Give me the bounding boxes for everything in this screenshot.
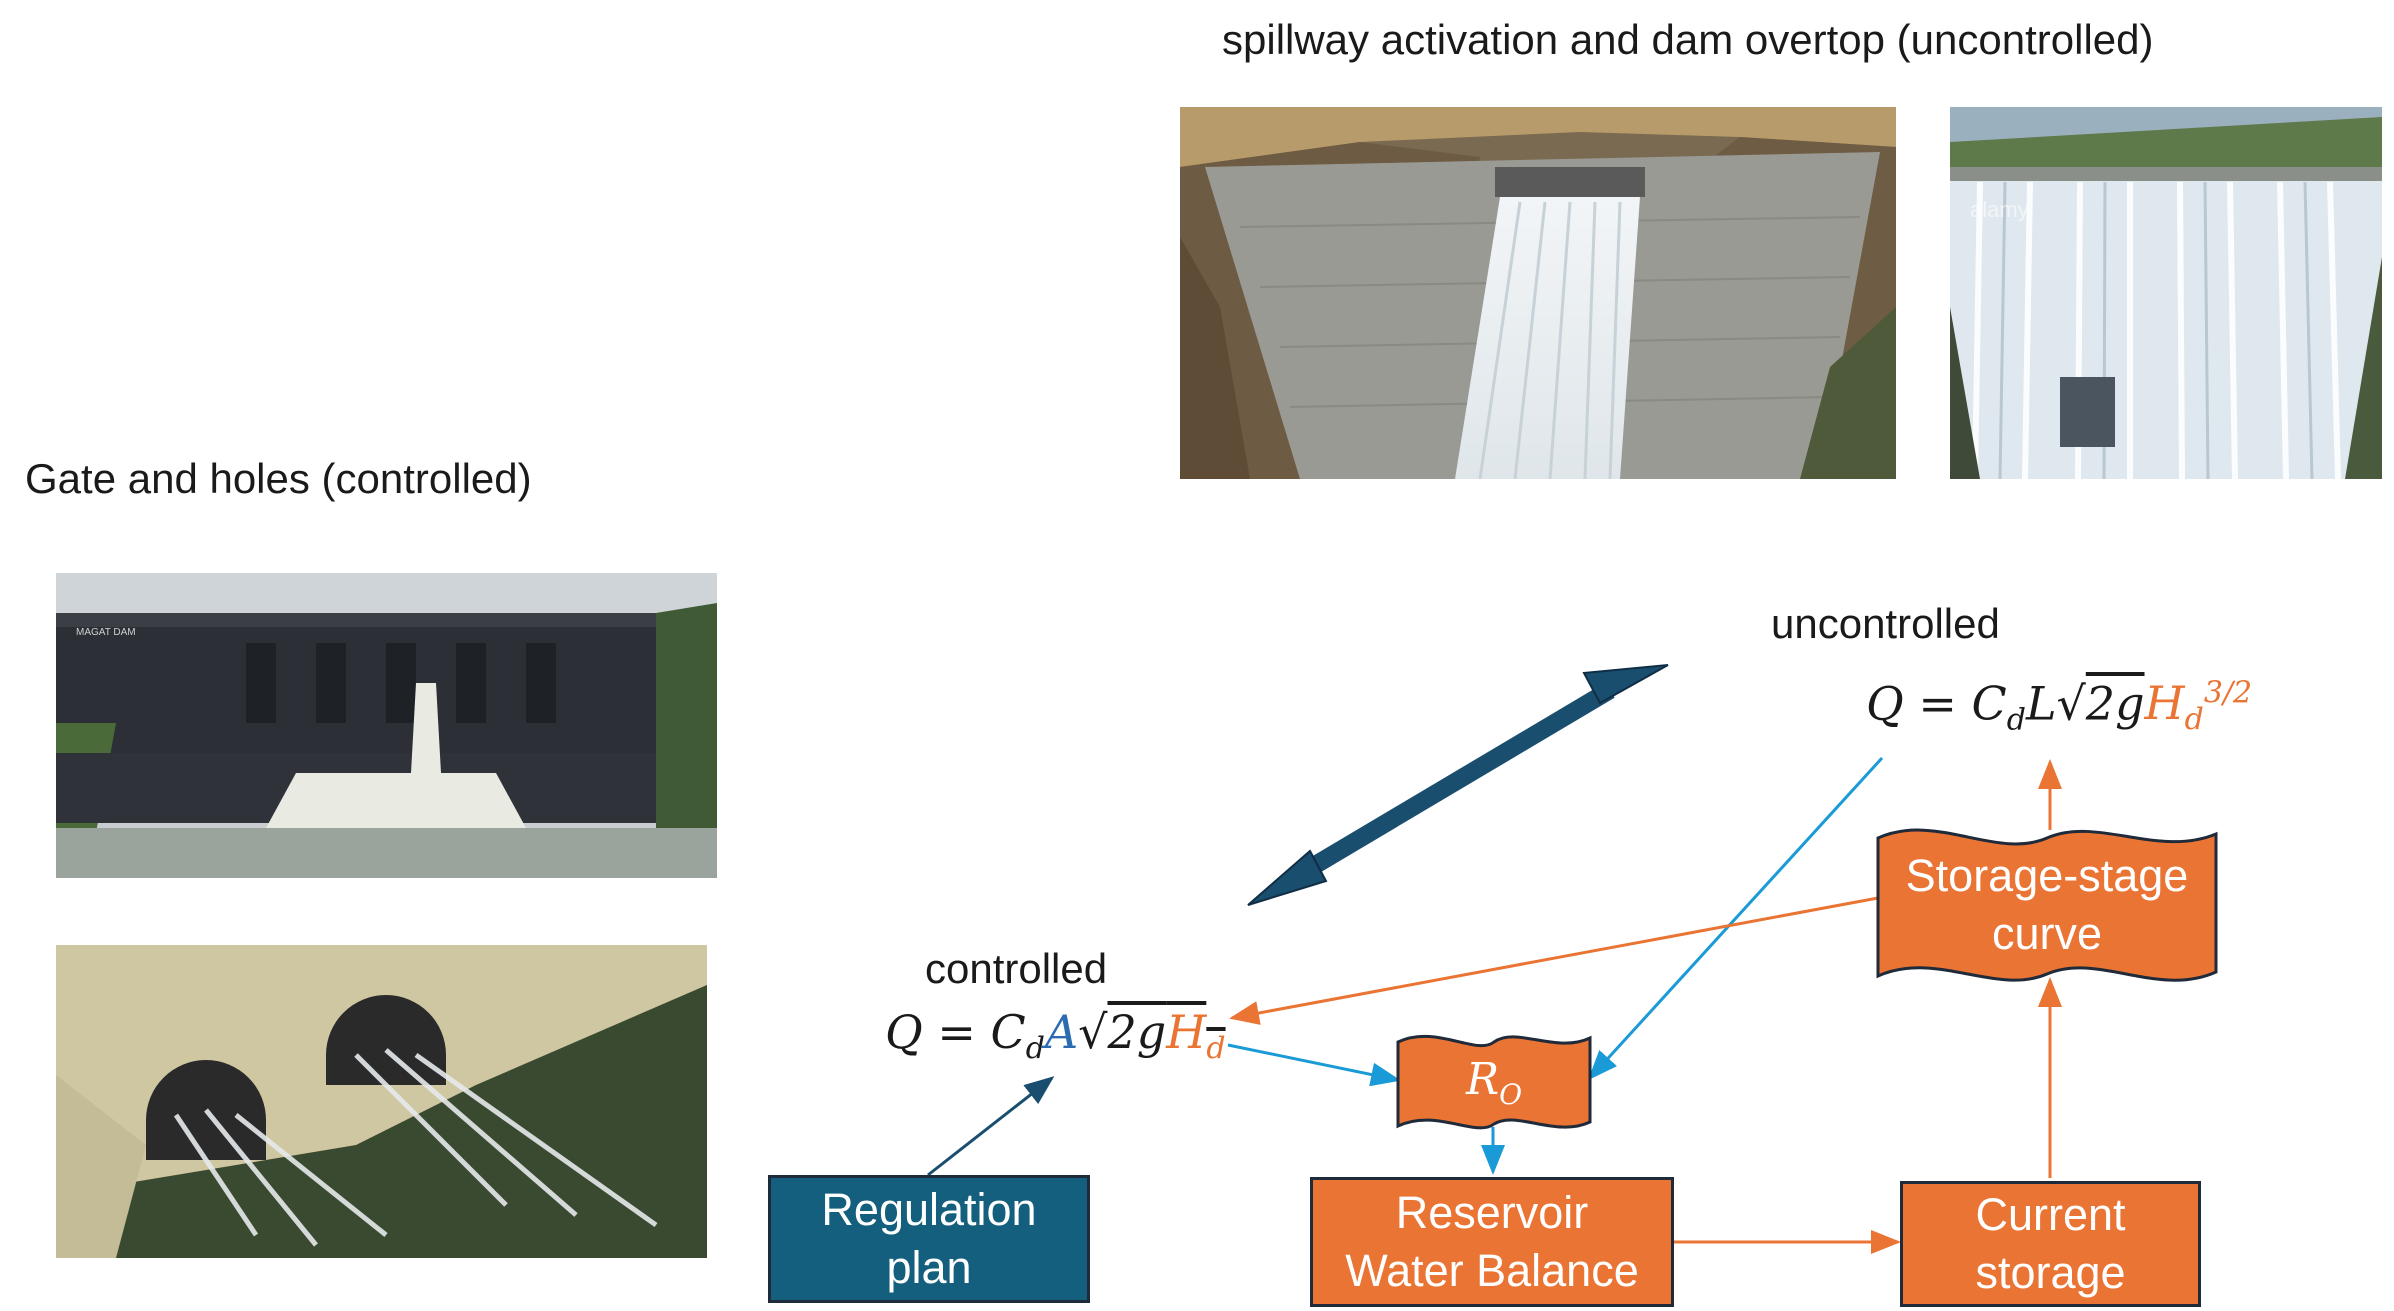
storage-stage-curve-line2: curve — [1991, 908, 2103, 959]
ro-subscript: O — [1499, 1077, 1523, 1111]
arrow-curve-to-controlled — [1229, 896, 1879, 1025]
uncontrolled-formula: Q = CdL√2gHd3/2 — [1866, 676, 2253, 738]
double-headed-arrow — [1247, 664, 1669, 906]
reservoir-water-balance-line2: Water Balance — [1345, 1245, 1639, 1296]
storage-stage-curve-box: Storage-stage curve — [1876, 820, 2218, 990]
magat-dam-photo: MAGAT DAM — [56, 573, 717, 878]
uncontrolled-label: uncontrolled — [1771, 600, 2000, 647]
regulation-plan-box: Regulation plan — [768, 1175, 1090, 1303]
magat-dam-sign: MAGAT DAM — [76, 627, 136, 638]
controlled-label: controlled — [925, 945, 1108, 992]
controlled-formula: Q = CdA√2gHd — [885, 1005, 1226, 1067]
arrow-uncontrolled-to-ro — [1587, 756, 1884, 1081]
ro-symbol: R — [1465, 1053, 1500, 1105]
current-storage-line1: Current — [1975, 1188, 2126, 1240]
arrow-regulation-to-formula — [927, 1076, 1055, 1177]
controlled-section-title: Gate and holes (controlled) — [25, 455, 532, 502]
outlet-tunnels-photo — [56, 945, 707, 1258]
current-storage-line2: storage — [1975, 1247, 2126, 1298]
regulation-plan-line2: plan — [886, 1242, 972, 1293]
watermark-text: alamy — [1970, 197, 2029, 222]
regulation-plan-line1: Regulation — [821, 1183, 1037, 1235]
arrow-controlled-to-ro — [1227, 1043, 1401, 1087]
ro-box: RO — [1396, 1030, 1592, 1134]
dam-overtop-photo: alamy — [1950, 107, 2382, 479]
current-storage-box: Current storage — [1900, 1181, 2201, 1307]
reservoir-water-balance-line1: Reservoir — [1395, 1186, 1589, 1238]
spillway-dam-photo — [1180, 107, 1896, 479]
reservoir-water-balance-box: Reservoir Water Balance — [1310, 1177, 1674, 1307]
storage-stage-curve-line1: Storage-stage — [1905, 849, 2189, 901]
uncontrolled-section-title: spillway activation and dam overtop (unc… — [1222, 16, 2154, 63]
